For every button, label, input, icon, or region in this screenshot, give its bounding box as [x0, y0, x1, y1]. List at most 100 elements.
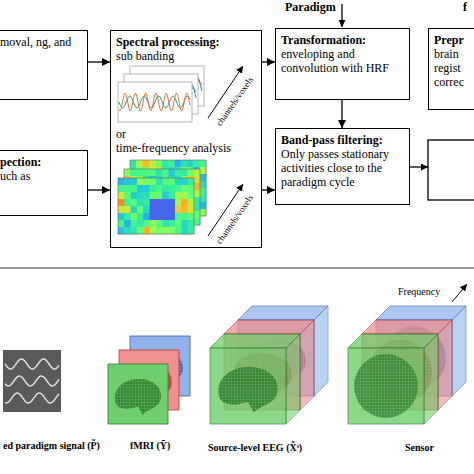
- heatmap-cell: [175, 213, 182, 220]
- box-text: brain regist correc: [434, 47, 474, 89]
- heatmap-cell: [118, 220, 125, 227]
- heatmap-cell: [194, 190, 201, 197]
- heatmap-cell: [175, 185, 182, 192]
- heatmap-cell: [188, 227, 195, 234]
- heatmap-cell: [131, 192, 138, 199]
- heatmap-cell: [150, 199, 157, 206]
- heatmap-cell: [194, 169, 201, 176]
- heatmap-cell: [188, 192, 195, 199]
- cube-front: [348, 348, 424, 424]
- heatmap-cell: [162, 178, 169, 185]
- panel-label: ed paradigm signal (P̃): [3, 440, 100, 452]
- heatmap-cell: [137, 220, 144, 227]
- cube-side: [300, 320, 314, 410]
- process-box: Band-pass filtering:Only passes stationa…: [275, 128, 410, 205]
- heatmap-cell: [188, 220, 195, 227]
- heatmap-cell: [187, 169, 194, 176]
- heatmap-cell: [169, 192, 176, 199]
- heatmap-cell: [143, 169, 150, 176]
- heatmap-cell: [169, 206, 176, 213]
- heatmap-cell: [130, 169, 137, 176]
- heatmap-cell: [200, 160, 207, 167]
- heatmap-cell: [118, 192, 125, 199]
- heatmap-cell: [131, 220, 138, 227]
- heatmap-cell: [162, 199, 169, 206]
- brain-shape: [218, 367, 277, 413]
- heatmap-cell: [162, 160, 169, 167]
- heatmap-cell: [181, 169, 188, 176]
- output-box: [428, 140, 474, 200]
- box-text: enveloping and convolution with HRF: [281, 47, 404, 75]
- heatmap-cell: [162, 213, 169, 220]
- heatmap-cell: [162, 185, 169, 192]
- sensor-disc: [354, 354, 418, 418]
- heatmap-cell: [162, 220, 169, 227]
- heatmap-cell: [143, 192, 150, 199]
- heatmap-cell: [169, 199, 176, 206]
- heatmap-cell: [188, 199, 195, 206]
- heatmap-cell: [130, 160, 137, 167]
- heatmap-cell: [181, 227, 188, 234]
- heatmap-cell: [194, 183, 201, 190]
- heatmap-cell: [181, 206, 188, 213]
- box-heading: Prepr: [434, 33, 474, 47]
- heatmap-cell: [150, 206, 157, 213]
- flow-arrow: [262, 61, 275, 62]
- heatmap-cell: [143, 178, 150, 185]
- heatmap-cell: [200, 209, 207, 216]
- heatmap-cell: [175, 192, 182, 199]
- heatmap-cell: [143, 220, 150, 227]
- heatmap-cell: [124, 220, 131, 227]
- brain-grid: [218, 367, 277, 413]
- output-arrow: [410, 166, 428, 167]
- fmri-layer: [108, 364, 168, 424]
- heatmap-cell: [181, 192, 188, 199]
- heatmap-frame: [124, 169, 200, 225]
- axis-label: Frequency: [398, 286, 440, 298]
- heatmap-cell: [181, 185, 188, 192]
- sine-wave: [5, 393, 59, 403]
- heatmap-cell: [187, 160, 194, 167]
- heatmap-cell: [194, 176, 201, 183]
- heatmap-cell: [137, 227, 144, 234]
- signal-trace: [119, 93, 190, 111]
- panel-label: fMRI (Ỹ): [130, 440, 170, 452]
- box-heading: Spectral processing:: [116, 35, 256, 49]
- flow-arrow: [88, 61, 110, 62]
- heatmap-cell: [137, 185, 144, 192]
- heatmap-cell: [118, 178, 125, 185]
- brain-shape: [115, 379, 161, 415]
- heatmap-cell: [131, 206, 138, 213]
- heatmap-cell: [155, 160, 162, 167]
- box-text: time-frequency analysis: [116, 141, 256, 155]
- heatmap-cell: [188, 185, 195, 192]
- heatmap-cell: [175, 220, 182, 227]
- heatmap-cell: [175, 178, 182, 185]
- heatmap-cell: [131, 178, 138, 185]
- cube-top: [362, 320, 452, 334]
- heatmap-cell: [174, 160, 181, 167]
- heatmap-cell: [169, 185, 176, 192]
- heatmap-cell: [124, 169, 131, 176]
- panel-label: Sensor: [405, 442, 434, 454]
- heatmap-cell: [194, 211, 201, 218]
- heatmap-cell: [156, 185, 163, 192]
- heatmap-cell: [162, 206, 169, 213]
- heatmap-cell: [181, 220, 188, 227]
- brain-grid: [115, 379, 161, 415]
- heatmap-cell: [169, 213, 176, 220]
- flow-arrow: [341, 100, 342, 128]
- heatmap-cell: [194, 218, 201, 225]
- sensor-grid: [354, 354, 418, 418]
- heatmap-cell: [143, 213, 150, 220]
- process-box: Preprbrain regist correc: [428, 28, 474, 110]
- cube-top: [224, 320, 314, 334]
- cube-side: [438, 320, 452, 410]
- heatmap-cell: [137, 199, 144, 206]
- heatmap-cell: [118, 199, 125, 206]
- heatmap-cell: [175, 199, 182, 206]
- cube-top: [210, 334, 300, 348]
- box-text: moval, ng, and: [0, 35, 82, 49]
- heatmap-cell: [156, 206, 163, 213]
